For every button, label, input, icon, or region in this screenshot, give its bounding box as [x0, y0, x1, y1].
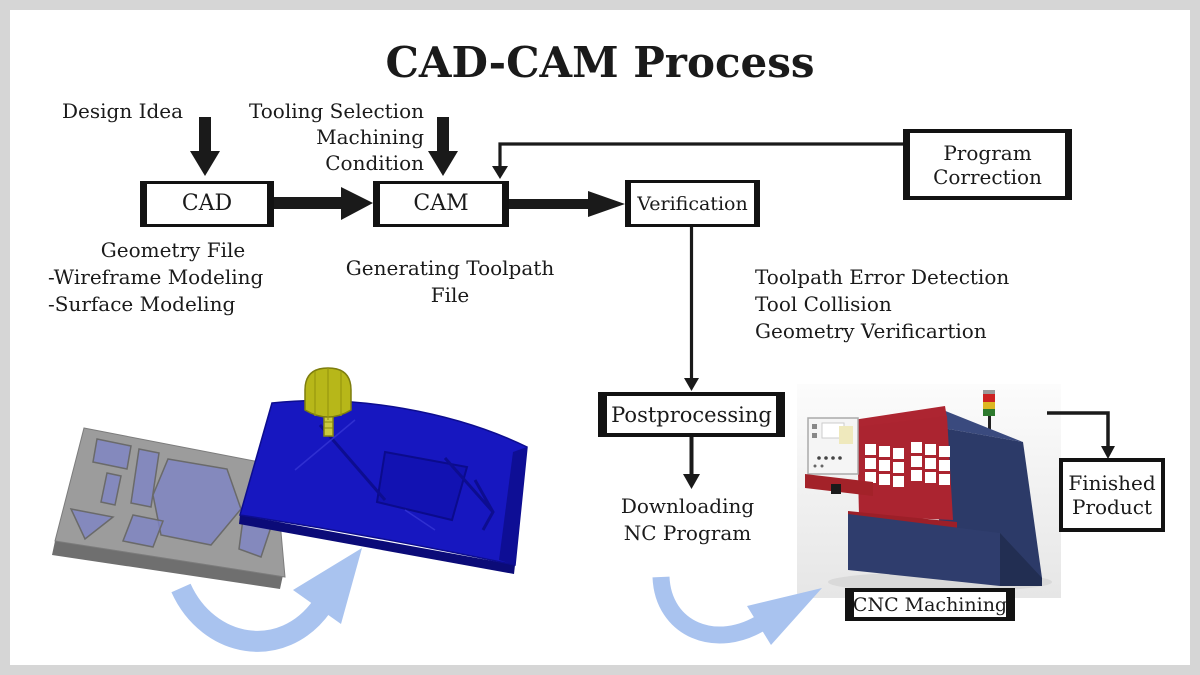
- blue-curved-arrow-left: [171, 548, 362, 652]
- postprocessing-output-label: Downloading NC Program: [605, 493, 770, 547]
- label-line: File: [430, 283, 470, 307]
- diagram-canvas: CAD-CAM Process Design Idea Tooling Sele…: [10, 10, 1190, 665]
- postprocessing-box: Postprocessing: [598, 392, 785, 437]
- cnc-machining-box: CNC Machining: [845, 588, 1015, 621]
- signal-light-icon: [983, 390, 995, 432]
- arrow-tooling-to-cam: [428, 117, 458, 176]
- arrowhead-postprocessing-down: [683, 474, 700, 489]
- machined-part-illustration: [239, 367, 528, 574]
- label-line: Geometry Verificartion: [755, 319, 987, 343]
- arrow-design-idea-to-cad: [190, 117, 220, 176]
- cam-output-label: Generating Toolpath File: [340, 255, 560, 309]
- box-label-line: Program: [943, 140, 1032, 165]
- label-line: Generating Toolpath: [345, 256, 555, 280]
- label-line: Geometry File: [100, 238, 246, 262]
- label-line: Tool Collision: [755, 292, 892, 316]
- verification-box-label: Verification: [637, 192, 748, 215]
- machine-window-grid: [865, 442, 950, 487]
- line-program-correction-feedback: [498, 142, 903, 168]
- label-line: Toolpath Error Detection: [755, 265, 1010, 289]
- label-line: Machining: [316, 125, 424, 149]
- arrow-cad-to-cam: [273, 187, 373, 220]
- cad-box-label: CAD: [181, 191, 233, 216]
- blue-curved-arrow-right: [652, 576, 822, 645]
- line-machine-to-finished-product: [1047, 411, 1110, 448]
- arrowhead-feedback: [492, 166, 508, 179]
- label-line: Downloading: [620, 494, 755, 518]
- control-panel-icon: [805, 417, 873, 496]
- design-idea-label: Design Idea: [62, 99, 184, 123]
- cnc-machine-illustration: [797, 384, 1061, 598]
- verification-box: Verification: [625, 180, 760, 227]
- label-line: -Wireframe Modeling: [48, 265, 264, 289]
- verification-checks-label: Toolpath Error Detection Tool Collision …: [755, 264, 1009, 345]
- cam-box: CAM: [373, 181, 509, 227]
- label-line: NC Program: [623, 521, 752, 545]
- label-line: Condition: [325, 151, 424, 175]
- label-line: -Surface Modeling: [48, 292, 236, 316]
- finished-product-box: Finished Product: [1059, 458, 1165, 532]
- arrowhead-to-finished-product: [1101, 446, 1115, 459]
- program-correction-box: Program Correction: [903, 129, 1072, 200]
- label-line: Tooling Selection: [248, 99, 424, 123]
- postprocessing-box-label: Postprocessing: [611, 402, 772, 427]
- cam-box-label: CAM: [413, 191, 469, 216]
- box-label-line: Correction: [933, 164, 1042, 189]
- box-label-line: Finished: [1068, 471, 1156, 495]
- arrow-cam-to-verification: [508, 191, 625, 217]
- box-label-line: Product: [1072, 495, 1152, 519]
- cad-output-label: Geometry File -Wireframe Modeling -Surfa…: [48, 237, 298, 318]
- cnc-machining-box-label: CNC Machining: [852, 593, 1008, 616]
- tooling-selection-label: Tooling Selection Machining Condition: [240, 98, 424, 176]
- page-title: CAD-CAM Process: [385, 38, 815, 87]
- arrowhead-verification-down: [684, 378, 699, 391]
- milling-tool-icon: [304, 367, 352, 437]
- cad-box: CAD: [140, 181, 274, 227]
